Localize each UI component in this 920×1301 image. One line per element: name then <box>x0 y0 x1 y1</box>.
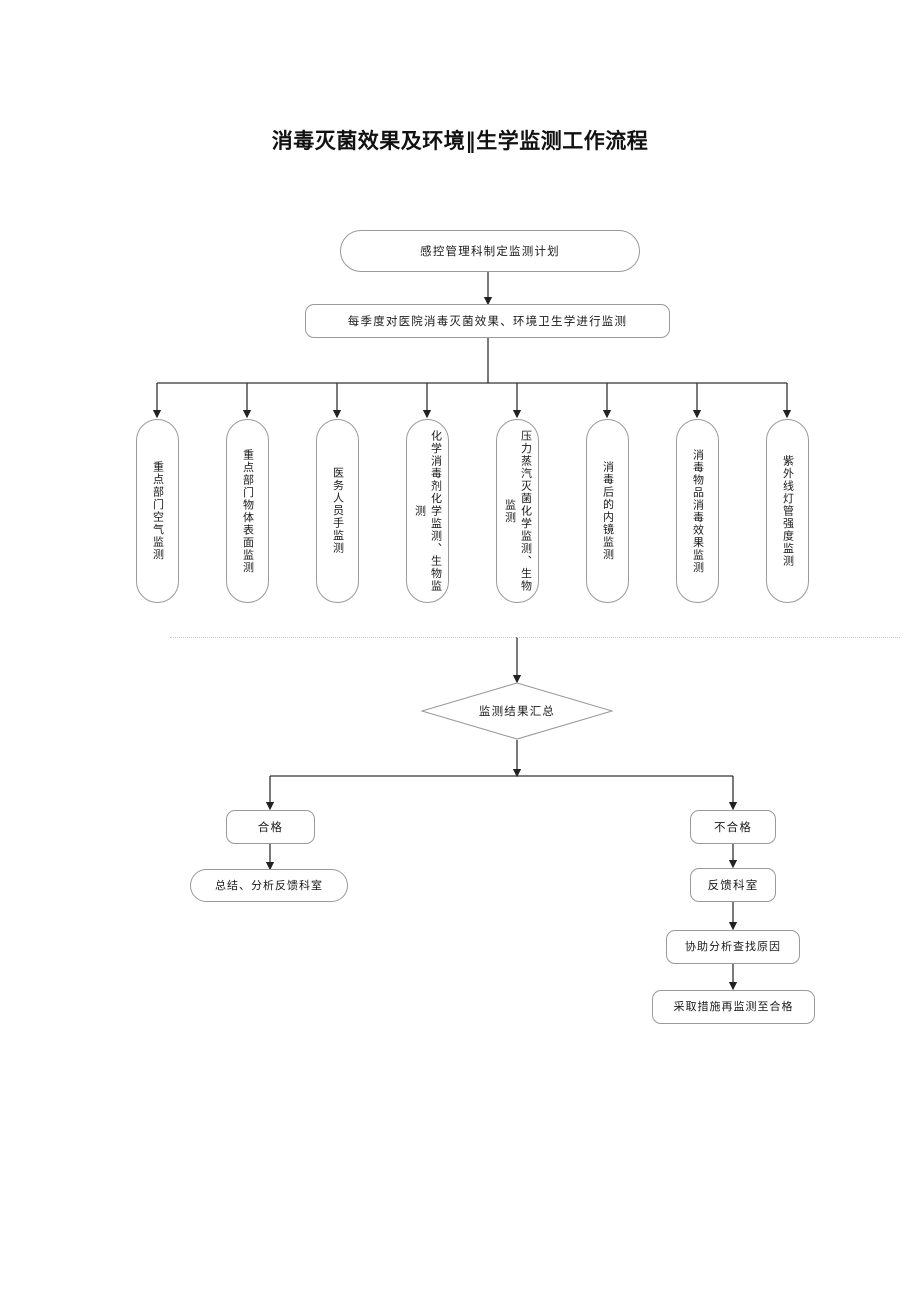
node-monitor-item-2[interactable]: 重点部门物体表面监测 <box>226 419 269 603</box>
node-fail-step-3-label: 采取措施再监测至合格 <box>673 1000 794 1014</box>
node-monitor-item-6-label: 消毒后的内镜监测 <box>601 461 615 561</box>
node-pass-action-label: 总结、分析反馈科室 <box>215 878 323 892</box>
node-quarterly-monitoring[interactable]: 每季度对医院消毒灭菌效果、环境卫生学进行监测 <box>305 304 670 338</box>
node-decision-summary-label: 监测结果汇总 <box>478 703 556 718</box>
page-title: 消毒灭菌效果及环境‖生学监测工作流程 <box>271 128 649 153</box>
node-result-fail-label: 不合格 <box>713 819 753 834</box>
node-fail-step-1-label: 反馈科室 <box>707 877 759 892</box>
node-fail-step-2-label: 协助分析查找原因 <box>685 940 781 954</box>
node-result-pass-label: 合格 <box>257 819 284 834</box>
node-monitor-item-3-label: 医务人员手监测 <box>331 467 345 555</box>
diamond-shape-icon <box>421 682 613 740</box>
node-monitor-item-7[interactable]: 消毒物品消毒效果监测 <box>676 419 719 603</box>
node-monitor-item-4[interactable]: 化学消毒剂化学监测、生物监测 <box>406 419 449 603</box>
node-fail-step-3[interactable]: 采取措施再监测至合格 <box>652 990 815 1024</box>
node-fail-step-2[interactable]: 协助分析查找原因 <box>666 930 800 964</box>
section-divider <box>170 637 900 638</box>
node-pass-action[interactable]: 总结、分析反馈科室 <box>190 869 348 902</box>
node-monitor-item-5[interactable]: 压力蒸汽灭菌化学监测、生物监测 <box>496 419 539 603</box>
node-start[interactable]: 感控管理科制定监测计划 <box>340 230 640 272</box>
node-monitor-item-8-label: 紫外线灯管强度监测 <box>781 454 795 568</box>
node-monitor-item-8[interactable]: 紫外线灯管强度监测 <box>766 419 809 603</box>
node-monitor-item-7-label: 消毒物品消毒效果监测 <box>691 448 705 574</box>
node-monitor-item-4-label: 化学消毒剂化学监测、生物监测 <box>413 429 443 593</box>
node-monitor-item-5-label: 压力蒸汽灭菌化学监测、生物监测 <box>503 429 533 593</box>
node-monitor-item-1[interactable]: 重点部门空气监测 <box>136 419 179 603</box>
node-start-label: 感控管理科制定监测计划 <box>420 243 560 258</box>
node-monitor-item-6[interactable]: 消毒后的内镜监测 <box>586 419 629 603</box>
node-monitor-item-2-label: 重点部门物体表面监测 <box>241 448 255 574</box>
node-fail-step-1[interactable]: 反馈科室 <box>690 868 776 902</box>
node-result-fail[interactable]: 不合格 <box>690 810 776 844</box>
node-monitor-item-1-label: 重点部门空气监测 <box>151 461 165 561</box>
node-result-pass[interactable]: 合格 <box>226 810 315 844</box>
node-quarterly-monitoring-label: 每季度对医院消毒灭菌效果、环境卫生学进行监测 <box>347 313 628 328</box>
node-decision-summary[interactable]: 监测结果汇总 <box>421 682 613 740</box>
node-monitor-item-3[interactable]: 医务人员手监测 <box>316 419 359 603</box>
